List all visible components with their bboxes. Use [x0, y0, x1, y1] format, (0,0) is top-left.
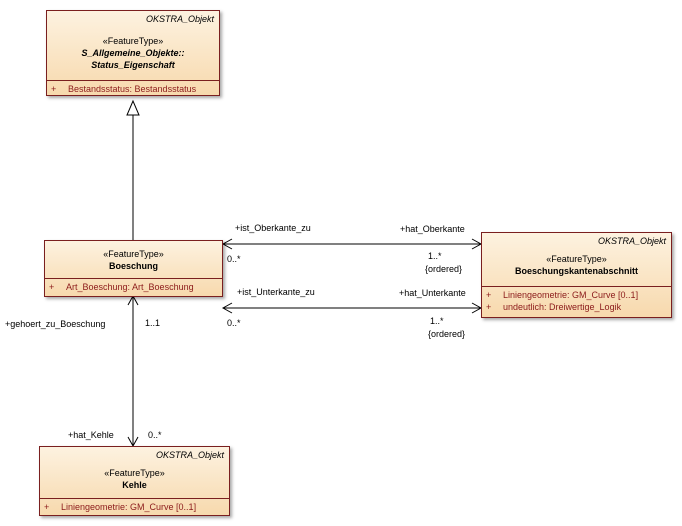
oberkante-source-multiplicity: 0..* [227, 254, 241, 264]
package-label: OKSTRA_Objekt [145, 14, 214, 24]
class-header: «FeatureType» Boeschung [45, 241, 222, 278]
attribute-text: Liniengeometrie: GM_Curve [0..1] [503, 290, 639, 300]
stereotype-label: «FeatureType» [104, 468, 165, 478]
class-kehle[interactable]: OKSTRA_Objekt «FeatureType» Kehle + Lini… [39, 446, 230, 516]
class-header: OKSTRA_Objekt «FeatureType» Boeschungska… [482, 233, 671, 286]
unterkante-target-constraint: {ordered} [428, 329, 466, 339]
unterkante-target-role: +hat_Unterkante [399, 288, 466, 298]
oberkante-target-constraint: {ordered} [425, 264, 463, 274]
visibility-marker: + [486, 302, 492, 312]
kehle-source-multiplicity: 1..1 [145, 318, 161, 328]
visibility-marker: + [51, 84, 57, 94]
attribute-text: Liniengeometrie: GM_Curve [0..1] [61, 502, 197, 512]
stereotype-label: «FeatureType» [546, 254, 607, 264]
class-name-line2: Status_Eigenschaft [91, 60, 175, 70]
class-name: Kehle [122, 480, 147, 490]
attribute-row[interactable]: + Liniengeometrie: GM_Curve [0..1] [44, 501, 225, 513]
attribute-compartment: + Liniengeometrie: GM_Curve [0..1] [40, 498, 229, 516]
stereotype-label: «FeatureType» [102, 36, 164, 46]
oberkante-source-role: +ist_Oberkante_zu [235, 223, 311, 233]
attribute-text: undeutlich: Dreiwertige_Logik [503, 302, 622, 312]
kehle-target-multiplicity: 0..* [148, 430, 162, 440]
visibility-marker: + [44, 502, 50, 512]
attribute-row[interactable]: + Art_Boeschung: Art_Boeschung [49, 281, 218, 293]
attribute-row[interactable]: + Bestandsstatus: Bestandsstatus [51, 83, 215, 95]
class-name-line1: S_Allgemeine_Objekte:: [81, 48, 185, 58]
association-oberkante-arrow-left [221, 238, 233, 250]
oberkante-target-multiplicity: 1..* [428, 251, 442, 261]
class-boeschungskantenabschnitt[interactable]: OKSTRA_Objekt «FeatureType» Boeschungska… [481, 232, 672, 318]
attribute-compartment: + Bestandsstatus: Bestandsstatus [47, 80, 219, 98]
attribute-text: Bestandsstatus: Bestandsstatus [68, 84, 197, 94]
oberkante-target-role: +hat_Oberkante [400, 224, 465, 234]
unterkante-target-multiplicity: 1..* [430, 316, 444, 326]
class-header: OKSTRA_Objekt «FeatureType» S_Allgemeine… [47, 11, 219, 80]
attribute-text: Art_Boeschung: Art_Boeschung [66, 282, 194, 292]
class-status-eigenschaft[interactable]: OKSTRA_Objekt «FeatureType» S_Allgemeine… [46, 10, 220, 96]
stereotype-label: «FeatureType» [103, 249, 164, 259]
association-unterkante-arrow-left [221, 302, 233, 314]
class-name: Boeschung [108, 261, 158, 271]
attribute-row[interactable]: + Liniengeometrie: GM_Curve [0..1] [486, 289, 667, 301]
visibility-marker: + [49, 282, 55, 292]
package-label: OKSTRA_Objekt [597, 236, 666, 246]
visibility-marker: + [486, 290, 492, 300]
attribute-compartment: + Art_Boeschung: Art_Boeschung [45, 278, 222, 296]
attribute-row[interactable]: + undeutlich: Dreiwertige_Logik [486, 301, 667, 313]
unterkante-source-multiplicity: 0..* [227, 318, 241, 328]
class-header: OKSTRA_Objekt «FeatureType» Kehle [40, 447, 229, 498]
kehle-target-role: +hat_Kehle [68, 430, 114, 440]
attribute-compartment: + Liniengeometrie: GM_Curve [0..1] + und… [482, 286, 671, 316]
class-boeschung[interactable]: «FeatureType» Boeschung + Art_Boeschung:… [44, 240, 223, 297]
unterkante-source-role: +ist_Unterkante_zu [237, 287, 315, 297]
package-label: OKSTRA_Objekt [155, 450, 224, 460]
class-name: Boeschungskantenabschnitt [514, 266, 639, 276]
generalization-arrowhead [126, 99, 140, 116]
kehle-source-role: +gehoert_zu_Boeschung [5, 319, 106, 329]
